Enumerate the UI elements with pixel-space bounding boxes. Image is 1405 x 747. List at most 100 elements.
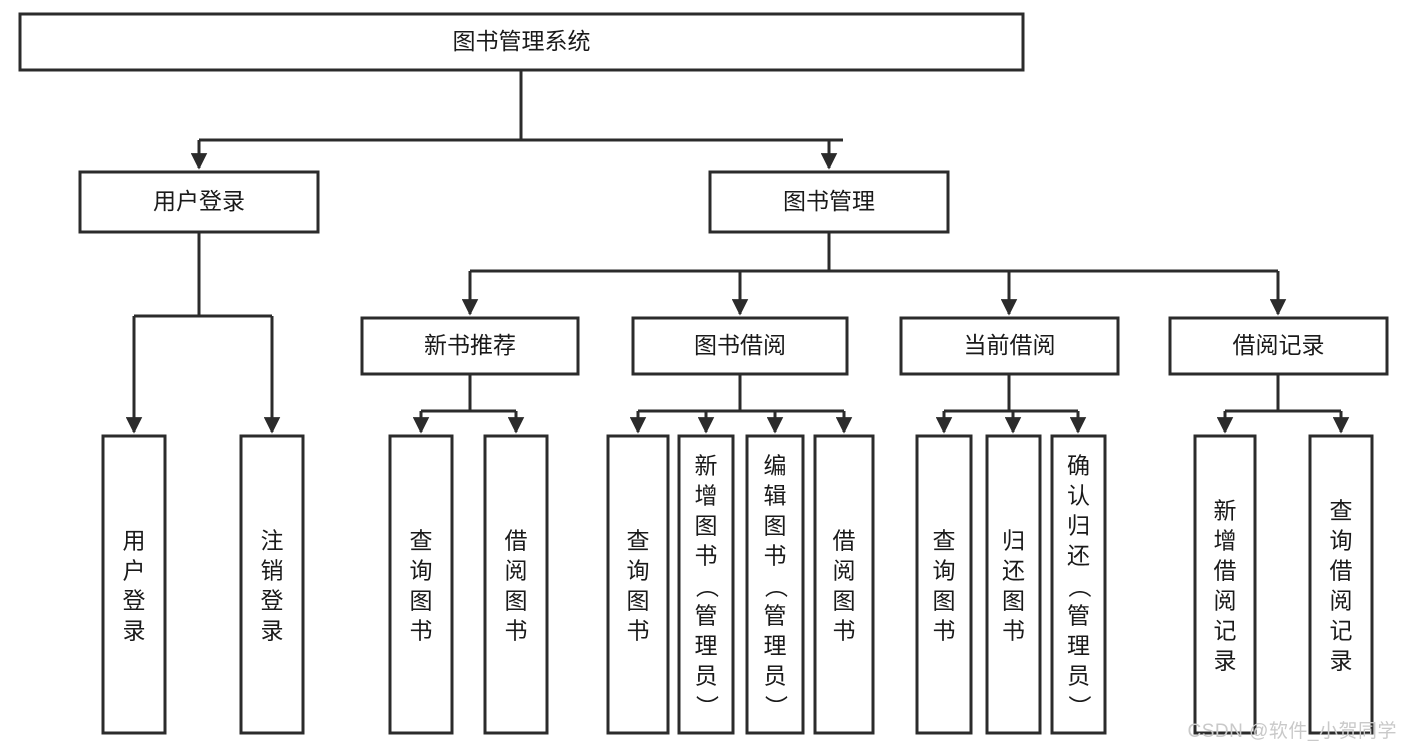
svg-text:查: 查 [627, 528, 650, 554]
svg-text:借: 借 [833, 528, 856, 554]
svg-text:还: 还 [1067, 543, 1090, 569]
svg-text:编: 编 [764, 453, 787, 479]
svg-text:理: 理 [764, 633, 787, 659]
svg-text:新: 新 [695, 453, 718, 479]
svg-text:登: 登 [123, 588, 146, 614]
svg-text:书: 书 [505, 618, 528, 644]
svg-text:认: 认 [1067, 483, 1090, 509]
svg-text:图: 图 [1002, 588, 1025, 614]
svg-text:（: （ [763, 575, 789, 598]
node-label-book-borrow: 图书借阅 [694, 332, 786, 358]
connector-group-root [190, 70, 843, 170]
svg-text:图: 图 [627, 588, 650, 614]
node-leaf-query-record[interactable] [1308, 434, 1374, 735]
node-new-book-recommend[interactable] [360, 316, 580, 376]
node-book-borrow[interactable] [631, 316, 849, 376]
svg-text:图: 图 [410, 588, 433, 614]
node-leaf-query-book-2[interactable] [606, 434, 670, 735]
svg-text:询: 询 [627, 558, 650, 584]
node-root[interactable] [18, 12, 1025, 72]
svg-text:理: 理 [695, 633, 718, 659]
svg-text:管: 管 [764, 603, 787, 629]
svg-text:归: 归 [1002, 528, 1025, 554]
node-leaf-borrow-book-1[interactable] [483, 434, 549, 735]
svg-text:书: 书 [1002, 618, 1025, 644]
svg-text:书: 书 [933, 618, 956, 644]
root-node-group: 图书管理系统 [18, 12, 1025, 72]
svg-text:借: 借 [505, 528, 528, 554]
node-label-borrow-record: 借阅记录 [1233, 332, 1325, 358]
svg-text:录: 录 [123, 618, 146, 644]
svg-text:借: 借 [1330, 558, 1353, 584]
node-leaf-query-book-3[interactable] [915, 434, 973, 735]
svg-text:）: ） [763, 695, 789, 718]
node-leaf-edit-book[interactable] [745, 434, 805, 735]
node-leaf-return-book[interactable] [985, 434, 1042, 735]
node-leaf-query-book-1[interactable] [388, 434, 454, 735]
svg-text:登: 登 [261, 588, 284, 614]
svg-text:录: 录 [261, 618, 284, 644]
svg-text:）: ） [694, 695, 720, 718]
csdn-watermark: CSDN @软件_小贺同学 [1187, 721, 1397, 742]
node-leaf-add-book[interactable] [677, 434, 735, 735]
svg-text:增: 增 [695, 483, 718, 509]
svg-text:书: 书 [627, 618, 650, 644]
svg-text:图: 图 [933, 588, 956, 614]
svg-text:增: 增 [1214, 528, 1237, 554]
svg-text:借: 借 [1214, 558, 1237, 584]
svg-text:用: 用 [123, 528, 146, 554]
svg-text:查: 查 [1330, 498, 1353, 524]
node-user-login[interactable] [78, 170, 320, 234]
svg-text:理: 理 [1067, 633, 1090, 659]
connector-group-current-borrow [935, 374, 1087, 434]
svg-text:阅: 阅 [833, 558, 856, 584]
node-label-leaf-user-login: 用户登录 [123, 528, 146, 644]
svg-text:阅: 阅 [1214, 588, 1237, 614]
svg-text:归: 归 [1067, 513, 1090, 539]
svg-text:销: 销 [261, 558, 284, 584]
svg-text:书: 书 [410, 618, 433, 644]
svg-text:图: 图 [695, 513, 718, 539]
svg-text:员: 员 [695, 663, 718, 689]
svg-text:新: 新 [1214, 498, 1237, 524]
svg-text:（: （ [1067, 575, 1093, 598]
node-leaf-add-record[interactable] [1193, 434, 1257, 735]
svg-text:阅: 阅 [505, 558, 528, 584]
node-leaf-confirm-return[interactable] [1050, 434, 1107, 735]
svg-text:录: 录 [1330, 648, 1353, 674]
svg-text:确: 确 [1067, 453, 1090, 479]
level3-node-group: 新书推荐图书借阅当前借阅借阅记录 [360, 316, 1389, 376]
connector-group-book-manage [461, 232, 1287, 316]
node-label-root: 图书管理系统 [453, 28, 591, 54]
svg-text:还: 还 [1002, 558, 1025, 584]
node-current-borrow[interactable] [899, 316, 1120, 376]
node-label-current-borrow: 当前借阅 [964, 332, 1056, 358]
svg-text:户: 户 [123, 558, 146, 584]
svg-text:管: 管 [695, 603, 718, 629]
node-book-manage[interactable] [708, 170, 950, 234]
node-label-user-login: 用户登录 [153, 188, 245, 214]
node-borrow-record[interactable] [1168, 316, 1389, 376]
leaf-node-group: 用户登录注销登录查询图书借阅图书查询图书新增图书（管理员）编辑图书（管理员）借阅… [101, 434, 1374, 735]
connector-group-new-book-recommend [412, 374, 525, 434]
node-leaf-borrow-book-2[interactable] [813, 434, 875, 735]
svg-text:图: 图 [764, 513, 787, 539]
svg-text:查: 查 [410, 528, 433, 554]
node-label-book-manage: 图书管理 [783, 188, 875, 214]
svg-text:阅: 阅 [1330, 588, 1353, 614]
connector-group-user-login [125, 232, 281, 434]
node-leaf-user-login[interactable] [101, 434, 167, 735]
node-leaf-user-logout[interactable] [239, 434, 305, 735]
svg-text:员: 员 [1067, 663, 1090, 689]
